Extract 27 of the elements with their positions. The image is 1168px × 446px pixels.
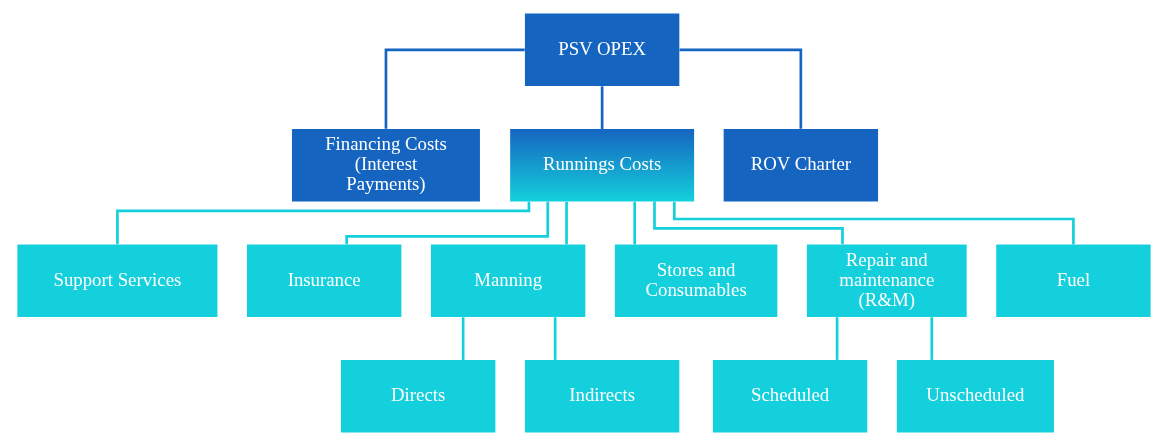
- node-box: PSV OPEX: [524, 13, 680, 87]
- connector: [653, 201, 844, 245]
- node-box: Scheduled: [712, 359, 868, 433]
- connector: [565, 201, 568, 245]
- node-box: Support Services: [17, 244, 218, 317]
- node-box: Fuel: [996, 244, 1151, 317]
- connector: [345, 201, 550, 245]
- connector: [672, 201, 1075, 245]
- node-box: Unscheduled: [896, 359, 1054, 433]
- node-box: Directs: [340, 359, 496, 433]
- connector: [600, 86, 604, 129]
- connector: [679, 48, 803, 129]
- connector: [930, 317, 934, 360]
- node-box: Financing Costs (Interest Payments): [291, 129, 480, 202]
- connector: [633, 201, 637, 245]
- node-box: Repair and maintenance (R&M): [806, 244, 967, 317]
- node-box: Insurance: [247, 244, 402, 317]
- connector: [553, 317, 557, 360]
- node-box: Manning: [430, 244, 586, 317]
- node-box: Runnings Costs: [510, 129, 695, 202]
- node-box: Indirects: [524, 359, 680, 433]
- connector: [461, 317, 465, 360]
- node-box: ROV Charter: [723, 129, 879, 202]
- connector: [116, 201, 531, 245]
- connector: [384, 48, 525, 129]
- connector: [835, 317, 839, 360]
- node-box: Stores and Consumables: [614, 244, 778, 317]
